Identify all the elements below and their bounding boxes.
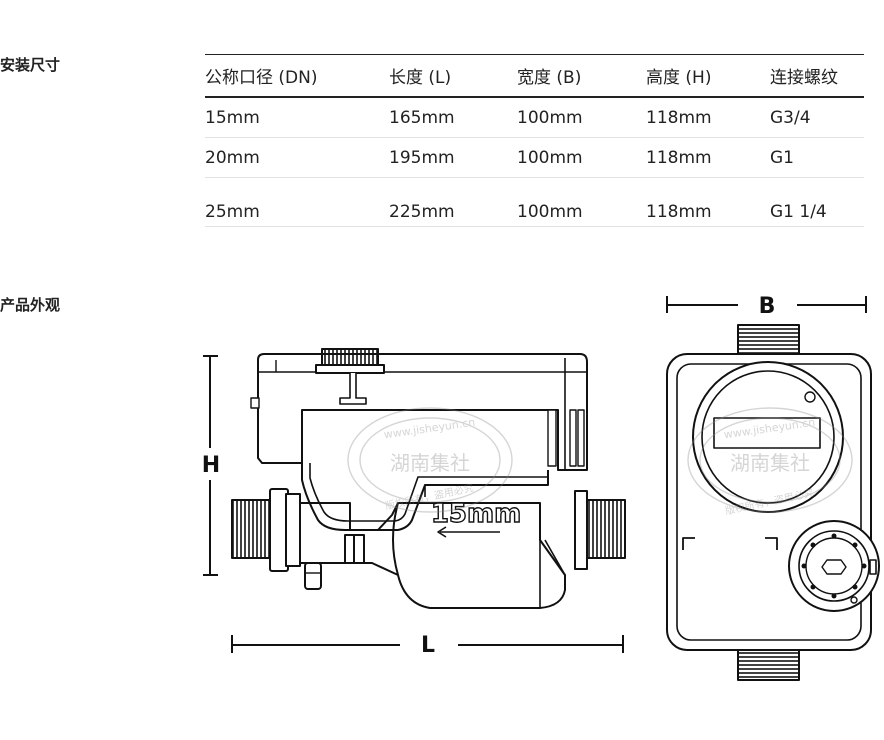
column-header-height: 高度 (H): [646, 54, 770, 98]
length-dimension-line: [231, 635, 624, 653]
table-cell: 225mm: [389, 177, 517, 227]
table-cell: 165mm: [389, 97, 517, 138]
table-row: 25mm 225mm 100mm 118mm G1 1/4: [205, 177, 864, 227]
width-dimension-line: [666, 296, 867, 313]
table-cell: 118mm: [646, 137, 770, 178]
column-header-width: 宽度 (B): [517, 54, 646, 98]
watermark-name-text: 湖南集社: [390, 451, 470, 475]
table-cell: 118mm: [646, 177, 770, 227]
width-label: B: [759, 294, 776, 319]
table-row: 15mm 165mm 100mm 118mm G3/4: [205, 97, 864, 138]
body-size-label: 15mm: [431, 499, 521, 529]
table-header-row: 公称口径 (DN) 长度 (L) 宽度 (B) 高度 (H) 连接螺纹: [205, 54, 864, 98]
section-title-dimensions: 安装尺寸: [0, 56, 61, 74]
watermark-name-text: 湖南集社: [730, 451, 810, 475]
height-label: H: [202, 453, 220, 478]
watermark-seal-side: www.jisheyun.cn 湖南集社 版权所有，盗用必究: [347, 407, 513, 513]
table-cell: 15mm: [205, 97, 389, 138]
column-header-thread: 连接螺纹: [770, 54, 864, 98]
table-cell: G3/4: [770, 97, 864, 138]
watermark-url-text: www.jisheyun.cn: [383, 416, 476, 442]
table-cell: 25mm: [205, 177, 389, 227]
table-cell: 100mm: [517, 97, 646, 138]
length-label: L: [421, 633, 435, 658]
section-title-appearance: 产品外观: [0, 296, 61, 314]
table-cell: 20mm: [205, 137, 389, 178]
table-cell: G1: [770, 137, 864, 178]
table-cell: 118mm: [646, 97, 770, 138]
table-cell: 100mm: [517, 137, 646, 178]
dimension-table: 公称口径 (DN) 长度 (L) 宽度 (B) 高度 (H) 连接螺纹 15mm…: [205, 54, 864, 227]
front-view-drawing: [666, 296, 880, 681]
column-header-nominal-diameter: 公称口径 (DN): [205, 54, 389, 98]
table-row: 20mm 195mm 100mm 118mm G1: [205, 137, 864, 178]
column-header-length: 长度 (L): [389, 54, 517, 98]
side-view-drawing: [203, 348, 626, 653]
table-cell: 100mm: [517, 177, 646, 227]
table-cell: G1 1/4: [770, 177, 864, 227]
height-dimension-line: [203, 355, 218, 576]
table-cell: 195mm: [389, 137, 517, 178]
